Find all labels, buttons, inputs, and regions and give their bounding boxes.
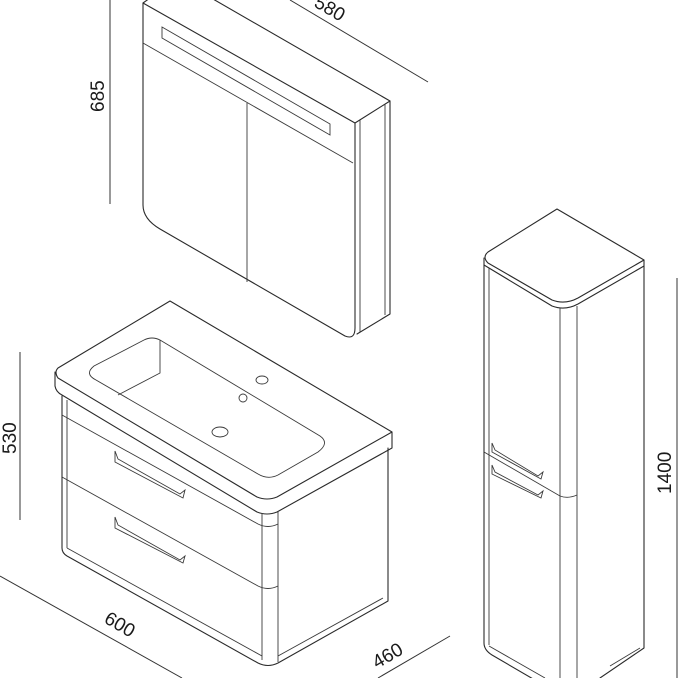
basin-inner — [117, 340, 161, 396]
overflow-hole — [238, 393, 248, 403]
tall-cabinet-handle-upper — [491, 442, 544, 480]
mirror-cabinet-side — [354, 100, 391, 335]
dimension-label-580: 580 — [311, 0, 349, 26]
tall-cabinet-body — [483, 264, 645, 678]
led-light-strip — [161, 26, 331, 136]
tall-cabinet-top-edge — [483, 257, 645, 309]
dimension-line-580 — [289, 0, 429, 83]
drawer-handle-top — [114, 450, 186, 499]
dimension-label-685: 685 — [88, 80, 109, 112]
dimension-label-1400: 1400 — [655, 452, 676, 494]
mirror-top-panel-line — [142, 42, 354, 164]
vanity-body-left — [61, 395, 389, 667]
mirror-cabinet-top — [142, 0, 391, 102]
tall-cabinet — [483, 208, 645, 678]
drain-hole — [211, 426, 229, 438]
mirror-cabinet — [142, 0, 391, 338]
basin-outline — [89, 337, 325, 478]
vanity-front-column — [261, 512, 279, 662]
vanity-unit — [54, 300, 393, 667]
drawer-separator — [61, 476, 279, 589]
dimension-line-600 — [0, 575, 183, 678]
tall-cabinet-top — [484, 208, 645, 303]
tall-cabinet-handle-lower — [491, 464, 544, 499]
tall-cabinet-door-split — [483, 451, 578, 498]
mirror-cabinet-front — [142, 2, 356, 338]
drawer-top-line — [61, 414, 279, 527]
dimension-line-460 — [377, 635, 451, 678]
dimension-label-600: 600 — [101, 608, 139, 642]
tall-cabinet-bottom-line — [488, 645, 641, 678]
vanity-bottom-line — [66, 547, 384, 657]
countertop-edge — [54, 371, 393, 515]
tap-hole — [255, 375, 269, 385]
countertop-top — [55, 300, 393, 500]
dimension-label-460: 460 — [369, 639, 407, 673]
tall-cabinet-front-column — [559, 306, 578, 678]
drawer-handle-bottom — [114, 516, 186, 564]
mirror-cabinet-side-edge — [359, 104, 386, 332]
dimension-label-530: 530 — [0, 422, 21, 454]
